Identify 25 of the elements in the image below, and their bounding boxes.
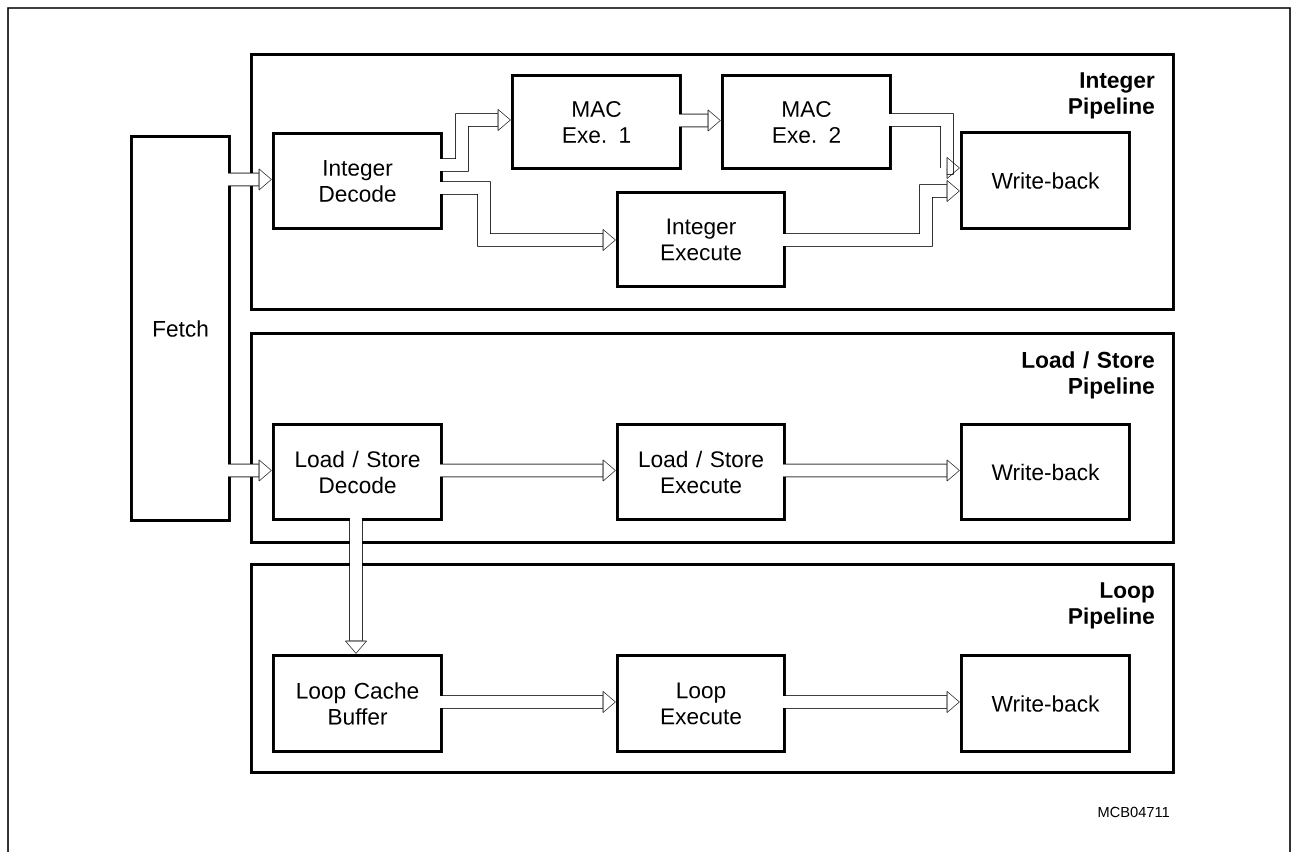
double-arrow [440,691,616,713]
double-arrow [889,113,960,179]
stage-box: Load / Store Execute [616,423,786,521]
double-arrow [440,109,511,172]
stage-box: Loop Execute [616,654,786,753]
stage-box: Write-back [960,654,1131,753]
figure-code: MCB04711 [1098,806,1169,818]
double-arrow [783,691,960,713]
stage-box: MAC Exe. 1 [511,74,682,170]
double-arrow [228,459,272,482]
stage-box: Write-back [960,423,1131,521]
double-arrow [345,518,367,654]
stage-box: MAC Exe. 2 [721,74,892,170]
stage-box: Loop Cache Buffer [272,654,443,753]
double-arrow [440,181,616,251]
stage-box: Write-back [960,131,1131,230]
double-arrow [783,180,960,247]
stage-box: Load / Store Decode [272,423,443,521]
double-arrow [440,459,616,482]
double-arrow [679,109,721,132]
stage-box: Integer Execute [616,191,786,288]
stage-box: Fetch [130,135,231,522]
double-arrow [228,168,272,191]
double-arrow [783,459,960,482]
stage-box: Integer Decode [272,132,443,230]
